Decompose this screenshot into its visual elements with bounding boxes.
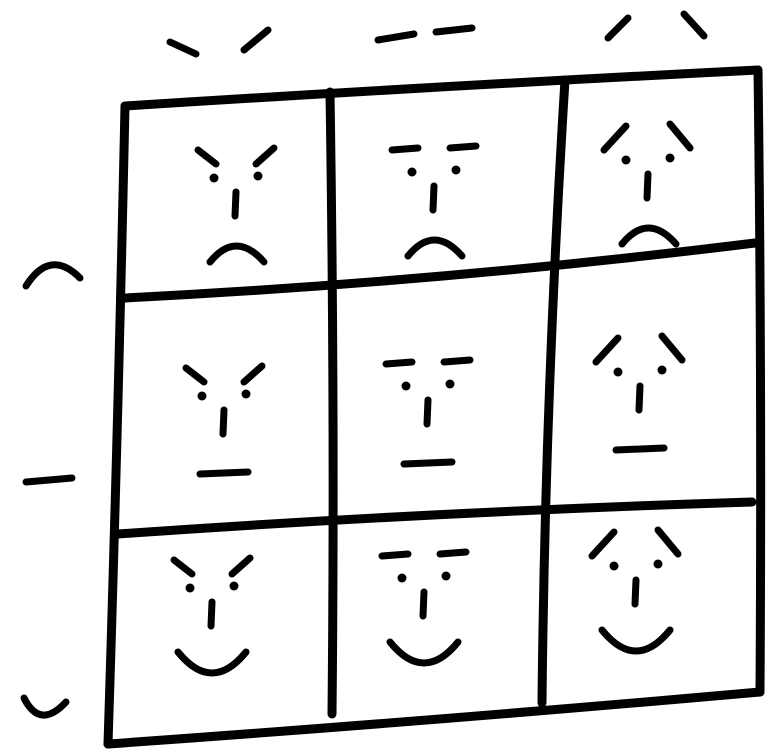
face-eyebrow-right: [244, 366, 262, 382]
face-angry-frown: [198, 148, 274, 262]
face-neutral-smile: [382, 552, 466, 663]
mouth-smile: [602, 630, 670, 651]
eyebrow-right: [436, 28, 472, 32]
left-eye-icon: [186, 584, 195, 593]
mouth-smile: [390, 642, 458, 663]
face-angry-neutral: [186, 366, 262, 474]
left-eye-icon: [198, 392, 207, 401]
face-angry-smile: [174, 558, 250, 673]
right-eye-icon: [442, 572, 451, 581]
grid-line-horizontal-0: [125, 70, 758, 106]
eyebrow-right: [244, 30, 268, 50]
left-eye-icon: [210, 174, 219, 183]
face-eyebrow-left: [386, 362, 412, 364]
nose-line: [235, 192, 236, 216]
face-eyebrow-right: [256, 148, 274, 164]
mouth-smile: [24, 698, 66, 715]
grid-line-horizontal-3: [108, 692, 760, 744]
mouth-neutral: [404, 462, 452, 464]
smile-mouth-icon: [24, 698, 66, 715]
right-eye-icon: [452, 166, 461, 175]
column-headers: [170, 14, 704, 54]
grid-line-vertical-0: [108, 106, 125, 744]
face-eyebrow-left: [186, 368, 204, 382]
face-eyebrow-right: [658, 530, 678, 554]
nose-line: [211, 602, 212, 626]
eyebrow-right: [684, 14, 704, 36]
nose-line: [423, 592, 424, 616]
right-eye-icon: [666, 154, 675, 163]
left-eye-icon: [398, 574, 407, 583]
face-eyebrow-left: [198, 150, 216, 164]
right-eye-icon: [254, 172, 263, 181]
left-eye-icon: [610, 562, 619, 571]
face-neutral-frown: [392, 146, 476, 256]
raised-eyebrows-icon: [608, 14, 704, 38]
face-eyebrow-right: [450, 146, 476, 148]
grid-line-vertical-1: [330, 92, 333, 714]
face-eyebrow-left: [392, 148, 418, 150]
nose-line: [635, 580, 636, 604]
face-eyebrow-right: [670, 124, 690, 148]
grid-frame: [108, 70, 761, 744]
right-eye-icon: [230, 582, 239, 591]
face-eyebrow-left: [596, 338, 618, 362]
eyebrow-left: [608, 18, 628, 38]
face-eyebrow-left: [174, 560, 192, 574]
face-eyebrow-left: [592, 532, 614, 556]
mouth-neutral: [26, 478, 72, 482]
mouth-neutral: [616, 448, 664, 450]
nose-line: [433, 186, 434, 210]
face-raised-neutral: [596, 336, 682, 450]
right-eye-icon: [242, 390, 251, 399]
mouth-frown: [210, 246, 264, 262]
mouth-neutral: [200, 472, 248, 474]
nose-line: [639, 386, 640, 410]
face-eyebrow-right: [662, 336, 682, 360]
nose-line: [223, 410, 224, 434]
face-eyebrow-left: [604, 126, 626, 150]
mouth-smile: [178, 652, 246, 673]
face-raised-smile: [592, 530, 678, 651]
left-eye-icon: [408, 168, 417, 177]
face-raised-frown: [604, 124, 690, 244]
face-eyebrow-right: [444, 360, 470, 362]
neutral-eyebrows-icon: [378, 28, 472, 40]
face-eyebrow-right: [232, 558, 250, 574]
mouth-frown: [622, 228, 676, 244]
eyebrow-left: [378, 34, 414, 40]
face-cells: [174, 124, 690, 673]
right-eye-icon: [654, 560, 663, 569]
face-eyebrow-left: [382, 554, 408, 556]
grid-line-vertical-3: [758, 70, 761, 692]
face-neutral-neutral: [386, 360, 470, 464]
row-headers: [24, 265, 80, 715]
eyebrow-left: [170, 42, 196, 54]
nose-line: [427, 400, 428, 424]
face-eyebrow-right: [440, 552, 466, 554]
mouth-frown: [408, 240, 462, 256]
left-eye-icon: [614, 368, 623, 377]
neutral-mouth-icon: [26, 478, 72, 482]
angry-eyebrows-icon: [170, 30, 268, 54]
right-eye-icon: [446, 380, 455, 389]
mouth-frown: [26, 265, 80, 286]
frown-mouth-icon: [26, 265, 80, 286]
nose-line: [647, 174, 648, 198]
left-eye-icon: [402, 382, 411, 391]
right-eye-icon: [658, 366, 667, 375]
grid-line-vertical-2: [542, 80, 565, 703]
left-eye-icon: [622, 156, 631, 165]
